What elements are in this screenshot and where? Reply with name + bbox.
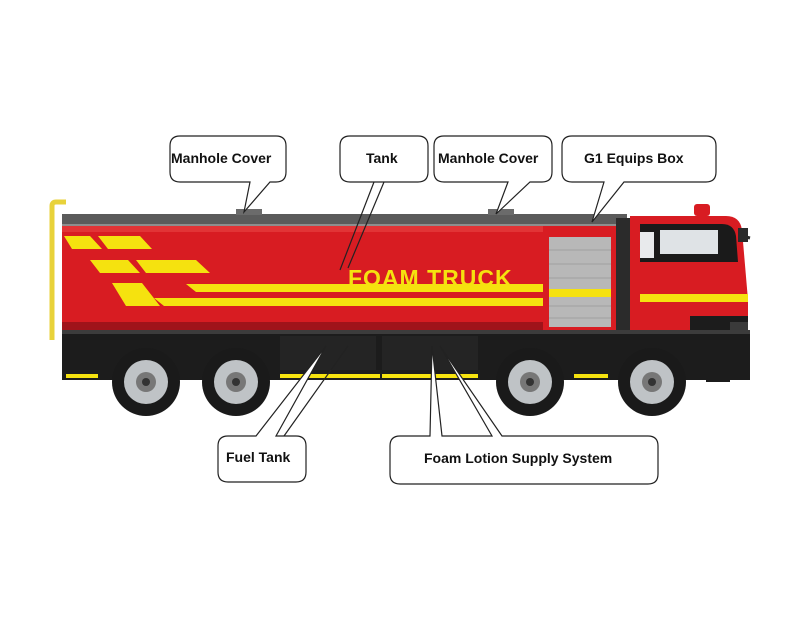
callout-manhole-cover-left: Manhole Cover [169, 135, 287, 215]
beacon-light [694, 204, 710, 216]
top-rail [62, 214, 627, 224]
callout-label-tank: Tank [366, 150, 398, 166]
front-step [706, 372, 730, 382]
callout-g1-equips-box: G1 Equips Box [561, 135, 717, 223]
callout-tank: Tank [339, 135, 429, 271]
wheel [202, 348, 270, 416]
truck-illustration: FOAM TRUCK [49, 199, 751, 416]
wheels [112, 348, 686, 416]
tank-pointer [339, 181, 375, 271]
rear-ladder [49, 199, 66, 340]
callout-label-manhole-cover-left: Manhole Cover [171, 150, 272, 166]
callouts: Manhole Cover Tank Manhole Cover G1 Equi… [169, 135, 717, 485]
fuel-tank [280, 336, 376, 370]
wheel [496, 348, 564, 416]
wheel [112, 348, 180, 416]
callout-foam-lotion-supply-system: Foam Lotion Supply System [389, 345, 659, 485]
truck-cab [630, 204, 751, 338]
manhole-cover-right [488, 209, 514, 215]
lower-yellow-stripes [66, 374, 608, 378]
truck-side-text: FOAM TRUCK [348, 265, 513, 291]
foam-supply-compartment [382, 336, 478, 370]
manhole-cover-left [236, 209, 262, 215]
callout-fuel-tank: Fuel Tank [217, 345, 349, 483]
equipment-box-door [549, 237, 611, 327]
callout-label-g1-equips-box: G1 Equips Box [584, 150, 684, 166]
yellow-stripes [64, 236, 545, 306]
callout-manhole-cover-right: Manhole Cover [433, 135, 553, 215]
callout-label-fuel-tank: Fuel Tank [226, 449, 291, 465]
wheel [618, 348, 686, 416]
callout-label-manhole-cover-right: Manhole Cover [438, 150, 539, 166]
callout-label-foam-lotion-supply-system: Foam Lotion Supply System [424, 450, 612, 466]
